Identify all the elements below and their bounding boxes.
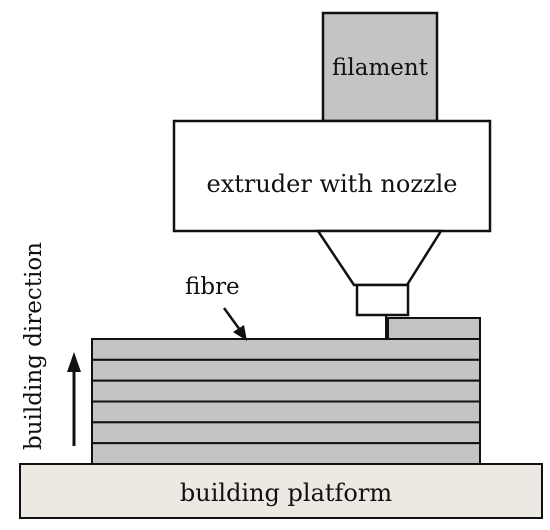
extruder-body — [172, 119, 492, 233]
building-platform — [19, 463, 543, 519]
extruder-label: extruder with nozzle — [206, 170, 457, 198]
fibre-arrow-head — [233, 325, 247, 341]
building-platform-label: building platform — [180, 479, 392, 507]
printed-layer — [91, 379, 481, 403]
partial-top-layer — [387, 317, 481, 340]
printed-layer — [91, 400, 481, 424]
printed-layer — [91, 358, 481, 382]
printed-layer — [91, 338, 481, 361]
printed-layers — [91, 338, 481, 466]
nozzle-tip — [355, 283, 410, 317]
filament-label: filament — [332, 55, 429, 81]
building-direction-arrow-head — [67, 352, 81, 372]
fibre-label: fibre — [185, 274, 240, 300]
printed-layer — [91, 442, 481, 466]
building-direction-label: building direction — [21, 242, 47, 450]
filament — [321, 11, 439, 123]
nozzle-funnel — [315, 229, 444, 287]
printed-layer — [91, 421, 481, 445]
fibre-arrow-shaft — [222, 307, 242, 331]
